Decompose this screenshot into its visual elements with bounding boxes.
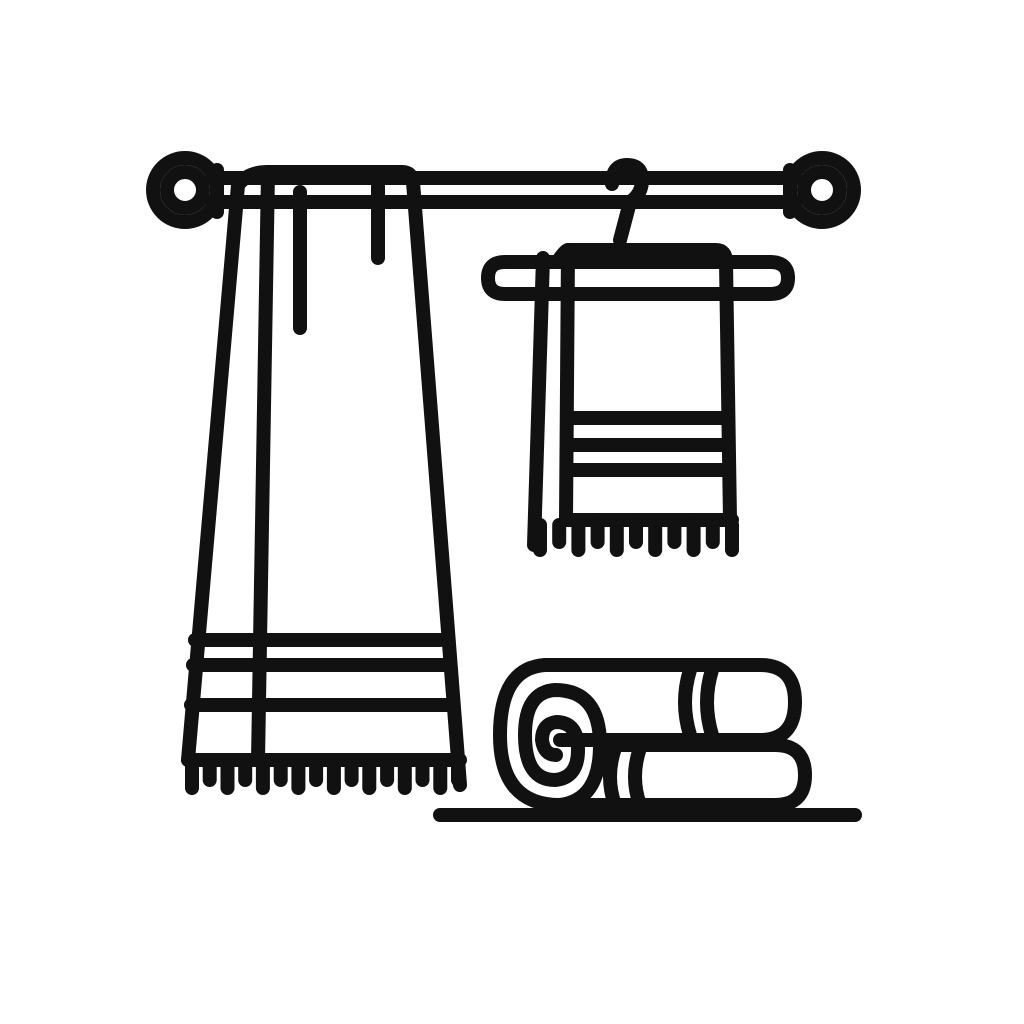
hand-towel-fringe — [533, 518, 739, 557]
roll-spiral — [493, 658, 607, 812]
hand-towel-back-left — [527, 251, 550, 552]
right-bracket-inner — [797, 165, 847, 215]
hand-towel — [527, 243, 739, 552]
lower-roll-stripe-1 — [603, 741, 622, 812]
large-towel — [181, 165, 467, 792]
hanger-bar — [481, 255, 795, 301]
upper-roll-stripe-2 — [700, 663, 719, 742]
hand-towel-right-edge — [561, 243, 737, 527]
left-bracket-inner — [160, 165, 210, 215]
hand-towel-front-left — [553, 243, 575, 527]
hanger — [481, 158, 795, 301]
hanger-hook — [605, 158, 649, 247]
lower-roll-body — [553, 738, 812, 812]
large-towel-right-edge — [261, 165, 467, 792]
lower-roll-stripe-2 — [628, 741, 647, 812]
rolled-towels — [493, 658, 812, 812]
large-towel-fringe — [185, 759, 465, 795]
large-towel-fold — [231, 165, 275, 192]
upper-roll-stripe-1 — [678, 663, 697, 742]
